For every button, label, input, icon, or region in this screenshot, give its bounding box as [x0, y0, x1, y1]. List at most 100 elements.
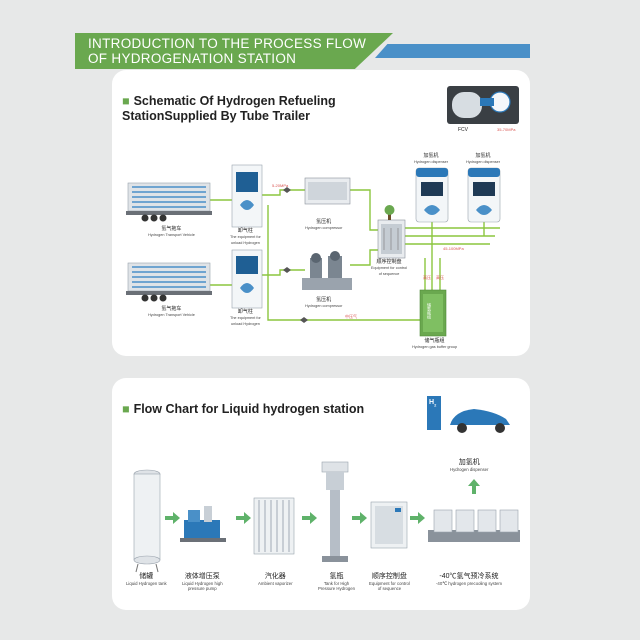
step-control-label: 顺序控制盘 Equipment for control of sequence [369, 573, 410, 591]
tube-trailer-1 [126, 182, 212, 222]
dispenser-car-image [427, 396, 510, 433]
step-vaporizer-label: 汽化器 Ambient vaporizer [258, 573, 293, 586]
section2-title: ■Flow Chart for Liquid hydrogen station [122, 402, 364, 417]
step-hp-tank-label-en1: Tank for High [323, 581, 350, 586]
trailer1-label-zh: 氢气拖车 [161, 226, 182, 232]
arrow-right-icon [165, 512, 180, 524]
inlet-pressure-label: 5-20MPa [272, 183, 289, 188]
page-title-line1: INTRODUCTION TO THE PROCESS FLOW [88, 36, 367, 51]
precooling-system [428, 509, 520, 542]
page-title-line2: OF HYDROGENATION STATION [88, 51, 297, 66]
section2-bullet-icon: ■ [122, 402, 130, 416]
high-pressure-tank-tower [321, 461, 349, 562]
title-banner [75, 33, 393, 69]
tube-trailer-2 [126, 262, 212, 302]
step-tank-label: 储罐 Liquid Hydrogen tank [126, 573, 167, 586]
dispenser-1 [415, 167, 449, 223]
compressor2-label: 氢压机 Hydrogen compressor [305, 297, 342, 309]
step-hp-tank-label: 氢瓶 Tank for High Pressure Hydrogen [318, 573, 355, 591]
dispenser-label-en: Hydrogen dispenser [450, 467, 489, 472]
step-precool-label-en: -40℃ hydrogen precooling system [436, 581, 502, 586]
arrow-right-icon [236, 512, 251, 524]
trailer2-label: 氢气拖车 Hydrogen Transport Vehicle [148, 306, 195, 318]
dispenser1-label: 加氢机 Hydrogen dispenser [414, 153, 448, 165]
fcv-nozzle-image [447, 86, 519, 124]
compressor1-label: 氢压机 Hydrogen compressor [305, 219, 342, 231]
ambient-vaporizer [253, 497, 295, 555]
step-pump-label-en2: pressure pump [187, 586, 217, 591]
buffer-label: 储气瓶组 Hydrogen gas buffer group [412, 338, 457, 350]
unload2-label-en2: unload Hydrogen [230, 322, 260, 326]
step-hp-tank-label-zh: 氢瓶 [329, 573, 344, 580]
unload-column-2 [231, 249, 263, 309]
h2-mark: H2 [429, 399, 436, 409]
unload2-label: 卸气柱 The equipment for unload Hydrogen [230, 309, 261, 327]
tree-icon [384, 205, 395, 220]
section1-title-line1: Schematic Of Hydrogen Refueling [133, 94, 336, 108]
valve-icons [283, 187, 308, 323]
dispenser2-label-zh: 加氢机 [475, 153, 491, 159]
liquid-hydrogen-tank [133, 469, 161, 573]
step-control-label-en2: of sequence [377, 586, 402, 591]
unload-column-1 [231, 164, 263, 228]
sequence-control-panel [377, 219, 406, 259]
title-banner-accent [375, 44, 530, 58]
control-label-en2: of sequence [378, 272, 400, 276]
trailer1-label-en: Hydrogen Transport Vehicle [148, 233, 195, 237]
trailer1-label: 氢气拖车 Hydrogen Transport Vehicle [148, 226, 195, 238]
unload1-label-en1: The equipment for [230, 235, 261, 239]
section1-title: ■Schematic Of Hydrogen Refueling Station… [122, 94, 336, 124]
h2-mark-letter: H [429, 399, 435, 406]
pipe-unload1-compressor1 [262, 189, 305, 196]
compressor1-label-en: Hydrogen compressor [305, 226, 343, 230]
step-tank-label-zh: 储罐 [139, 573, 154, 580]
flow-arrows [165, 479, 480, 524]
step-hp-tank-label-en2: Pressure Hydrogen [318, 586, 356, 591]
section1-title-line2: StationSupplied By Tube Trailer [122, 109, 310, 123]
valve-icon [300, 317, 308, 323]
step-pump-label-en1: Liquid Hydrogen high [182, 581, 223, 586]
unload1-label-zh: 卸气柱 [237, 228, 253, 234]
dispenser-label-zh: 加氢机 [458, 459, 480, 466]
dispenser2-label: 加氢机 Hydrogen dispenser [466, 153, 500, 165]
step-tank-label-en: Liquid Hydrogen tank [126, 581, 167, 586]
buffer-mark: 储氢瓶组 [427, 303, 432, 319]
unload1-label: 卸气柱 The equipment for unload Hydrogen [230, 228, 261, 246]
dispenser1-label-zh: 加氢机 [423, 153, 439, 159]
compressor-2 [302, 251, 352, 290]
step-vaporizer-label-en: Ambient vaporizer [258, 581, 293, 586]
arrow-right-icon [410, 512, 425, 524]
pipe-bypass-mid [267, 205, 420, 321]
dispenser1-label-en: Hydrogen dispenser [414, 160, 448, 164]
step-vaporizer-label-zh: 汽化器 [264, 573, 286, 580]
pipelines [210, 189, 500, 321]
control-label-zh: 顺序控制盘 [376, 259, 402, 265]
arrow-up-icon [468, 479, 480, 494]
dispenser2-label-en: Hydrogen dispenser [466, 160, 500, 164]
arrow-right-icon [302, 512, 317, 524]
fcv-pressure-label: 35-70MPa [497, 127, 516, 132]
mid-pressure-label: 中压气 [345, 314, 357, 319]
high-pressure-label: 45-100MPa [443, 246, 464, 251]
dispenser-2 [467, 167, 501, 223]
pipe-compressor2-control [350, 249, 378, 266]
step-precool-label-zh: -40℃氢气预冷系统 [439, 573, 499, 580]
compressor2-label-en: Hydrogen compressor [305, 304, 343, 308]
buffer-label-en: Hydrogen gas buffer group [412, 345, 458, 349]
step-pump-label: 液体增压泵 Liquid Hydrogen high pressure pump [182, 573, 223, 591]
section2-title-text: Flow Chart for Liquid hydrogen station [133, 402, 365, 416]
unload2-label-en1: The equipment for [230, 316, 261, 320]
h2-mark-sub: 2 [434, 402, 437, 408]
arrow-right-icon [352, 512, 367, 524]
buffer-label-zh: 储气瓶组 [424, 338, 445, 344]
unload1-label-en2: unload Hydrogen [230, 241, 260, 245]
step-control-label-en1: Equipment for control [369, 581, 410, 586]
compressor2-label-zh: 氢压机 [316, 297, 332, 303]
fcv-label: FCV [458, 127, 468, 133]
hydrogen-buffer-group [419, 289, 447, 337]
step-precool-label: -40℃氢气预冷系统 -40℃ hydrogen precooling syst… [436, 573, 502, 586]
compressor-1 [304, 177, 351, 205]
trailer2-label-en: Hydrogen Transport Vehicle [148, 313, 195, 317]
dispenser-label: 加氢机 Hydrogen dispenser [450, 459, 488, 472]
